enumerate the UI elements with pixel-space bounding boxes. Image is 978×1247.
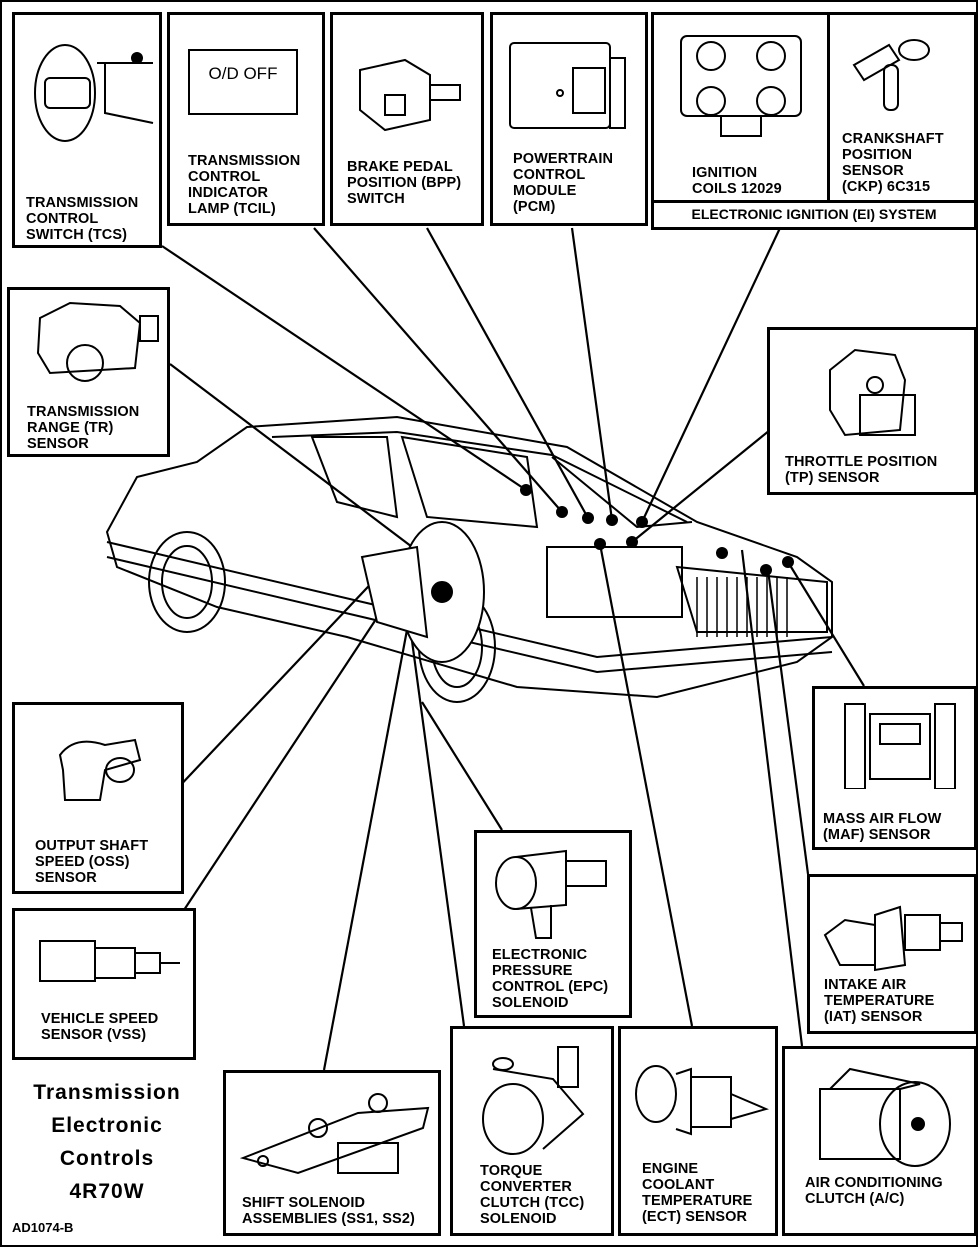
solenoid-icon	[495, 849, 607, 939]
tcs-panel: TRANSMISSION CONTROL SWITCH (TCS)	[12, 12, 162, 248]
shift-solenoid-label: SHIFT SOLENOID ASSEMBLIES (SS1, SS2)	[242, 1195, 415, 1227]
maf-sensor-icon	[844, 703, 956, 789]
pcm-panel: POWERTRAIN CONTROL MODULE (PCM)	[490, 12, 648, 226]
ei-divider	[827, 14, 830, 202]
tcs-label: TRANSMISSION CONTROL SWITCH (TCS)	[26, 195, 139, 243]
tr-label: TRANSMISSION RANGE (TR) SENSOR	[27, 404, 140, 452]
tcc-label: TORQUE CONVERTER CLUTCH (TCC) SOLENOID	[480, 1163, 585, 1227]
tcil-panel: O/D OFF TRANSMISSION CONTROL INDICATOR L…	[167, 12, 325, 226]
vss-label: VEHICLE SPEED SENSOR (VSS)	[41, 1011, 159, 1043]
ac-label: AIR CONDITIONING CLUTCH (A/C)	[805, 1175, 943, 1207]
ac-panel: AIR CONDITIONING CLUTCH (A/C)	[782, 1046, 976, 1236]
tcc-panel: TORQUE CONVERTER CLUTCH (TCC) SOLENOID	[450, 1026, 614, 1236]
iat-panel: INTAKE AIR TEMPERATURE (IAT) SENSOR	[807, 874, 976, 1034]
transmission-icon	[360, 521, 485, 663]
leader-epc	[421, 701, 503, 831]
title-line: Electronic	[51, 1114, 163, 1137]
figure-code: AD1074-B	[12, 1220, 74, 1235]
control-module-icon	[509, 42, 626, 129]
vehicle-speed-sensor-icon	[39, 940, 180, 982]
title-line: Controls	[59, 1147, 155, 1170]
ac-compressor-icon	[819, 1067, 951, 1167]
diagram-title: Transmission Electronic Controls 4R70W	[12, 1076, 202, 1208]
ei-system-label: ELECTRONIC IGNITION (EI) SYSTEM	[654, 200, 974, 226]
maf-label: MASS AIR FLOW (MAF) SENSOR	[823, 811, 942, 843]
temperature-sensor-icon	[823, 905, 963, 972]
vss-panel: VEHICLE SPEED SENSOR (VSS)	[12, 908, 196, 1060]
epc-label: ELECTRONIC PRESSURE CONTROL (EPC) SOLENO…	[492, 947, 609, 1011]
speed-sensor-icon	[58, 738, 142, 801]
ckp-label: CRANKSHAFT POSITION SENSOR (CKP) 6C315	[842, 131, 944, 195]
sedan-car-icon	[105, 415, 833, 703]
steering-column-icon	[34, 44, 154, 142]
shift-solenoid-icon	[239, 1093, 430, 1175]
coolant-sensor-icon	[635, 1065, 769, 1136]
bpp-label: BRAKE PEDAL POSITION (BPP) SWITCH	[347, 159, 462, 207]
tcc-solenoid-icon	[482, 1046, 585, 1155]
maf-panel: MASS AIR FLOW (MAF) SENSOR	[812, 686, 976, 850]
ect-label: ENGINE COOLANT TEMPERATURE (ECT) SENSOR	[642, 1161, 753, 1225]
tcil-label: TRANSMISSION CONTROL INDICATOR LAMP (TCI…	[188, 153, 301, 217]
tp-panel: THROTTLE POSITION (TP) SENSOR	[767, 327, 976, 495]
ignition-coil-icon	[680, 35, 802, 137]
shift-solenoid-panel: SHIFT SOLENOID ASSEMBLIES (SS1, SS2)	[223, 1070, 441, 1236]
throttle-sensor-icon	[829, 348, 916, 437]
iat-label: INTAKE AIR TEMPERATURE (IAT) SENSOR	[824, 977, 935, 1025]
tr-panel: TRANSMISSION RANGE (TR) SENSOR	[7, 287, 170, 457]
ect-panel: ENGINE COOLANT TEMPERATURE (ECT) SENSOR	[618, 1026, 778, 1236]
indicator-lamp-icon: O/D OFF	[188, 49, 298, 115]
ignition-coils-label: IGNITION COILS 12029	[692, 165, 782, 197]
tp-label: THROTTLE POSITION (TP) SENSOR	[785, 454, 938, 486]
pcm-label: POWERTRAIN CONTROL MODULE (PCM)	[513, 151, 614, 215]
ei-system-panel: IGNITION COILS 12029 CRANKSHAFT POSITION…	[651, 12, 976, 230]
epc-panel: ELECTRONIC PRESSURE CONTROL (EPC) SOLENO…	[474, 830, 632, 1018]
range-sensor-icon	[36, 301, 159, 382]
bpp-panel: BRAKE PEDAL POSITION (BPP) SWITCH	[330, 12, 484, 226]
title-line: Transmission	[33, 1081, 181, 1104]
brake-switch-icon	[359, 58, 461, 132]
oss-label: OUTPUT SHAFT SPEED (OSS) SENSOR	[35, 838, 149, 886]
title-line: 4R70W	[69, 1180, 145, 1203]
crankshaft-sensor-icon	[852, 39, 930, 111]
oss-panel: OUTPUT SHAFT SPEED (OSS) SENSOR	[12, 702, 184, 894]
